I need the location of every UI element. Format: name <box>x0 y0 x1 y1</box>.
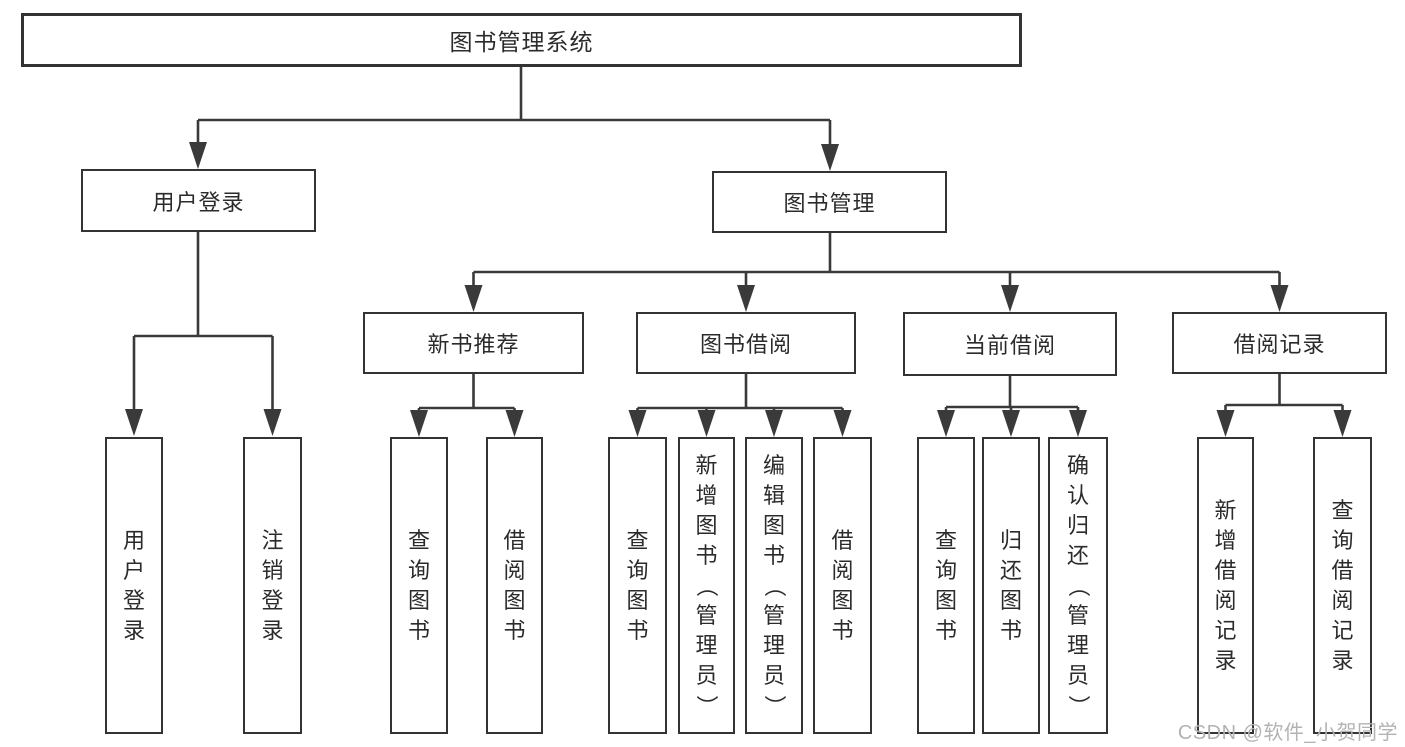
leaf-label: 查询图书 <box>407 527 430 643</box>
node-book-borrow: 图书借阅 <box>636 312 856 374</box>
leaf-borrow-books-recommend: 借阅图书 <box>486 437 543 734</box>
node-current-borrow: 当前借阅 <box>903 312 1117 376</box>
leaf-logout: 注销登录 <box>243 437 302 734</box>
leaf-query-books-current: 查询图书 <box>917 437 975 734</box>
leaf-edit-books-admin: 编辑图书（管理员） <box>745 437 803 734</box>
leaf-add-borrow-record: 新增借阅记录 <box>1197 437 1254 734</box>
leaf-label: 查询借阅记录 <box>1331 497 1354 673</box>
node-user-login: 用户登录 <box>81 169 316 232</box>
leaf-confirm-return-admin: 确认归还（管理员） <box>1048 437 1108 734</box>
leaf-label: 借阅图书 <box>503 527 526 643</box>
leaf-add-books-admin: 新增图书（管理员） <box>678 437 735 734</box>
leaf-label: 新增借阅记录 <box>1214 497 1237 673</box>
leaf-label: 借阅图书 <box>831 527 854 643</box>
leaf-label: 新增图书（管理员） <box>694 452 720 717</box>
leaf-label: 编辑图书（管理员） <box>761 452 787 717</box>
leaf-label: 查询图书 <box>626 527 649 643</box>
leaf-label: 查询图书 <box>934 527 957 643</box>
leaf-label: 归还图书 <box>999 527 1022 643</box>
node-borrow-records: 借阅记录 <box>1172 312 1387 374</box>
leaf-user-login: 用户登录 <box>105 437 163 734</box>
leaf-query-books-recommend: 查询图书 <box>390 437 448 734</box>
leaf-label: 确认归还（管理员） <box>1065 452 1091 717</box>
leaf-query-books-borrow: 查询图书 <box>608 437 667 734</box>
leaf-return-books: 归还图书 <box>982 437 1040 734</box>
csdn-watermark: CSDN @软件_小贺同学 <box>1177 722 1398 744</box>
leaf-label: 注销登录 <box>261 527 284 643</box>
node-root-system: 图书管理系统 <box>21 13 1022 67</box>
node-book-management: 图书管理 <box>712 171 947 233</box>
leaf-label: 用户登录 <box>122 527 145 643</box>
leaf-borrow-books: 借阅图书 <box>813 437 872 734</box>
leaf-query-borrow-record: 查询借阅记录 <box>1313 437 1372 734</box>
node-new-book-recommend: 新书推荐 <box>363 312 584 374</box>
